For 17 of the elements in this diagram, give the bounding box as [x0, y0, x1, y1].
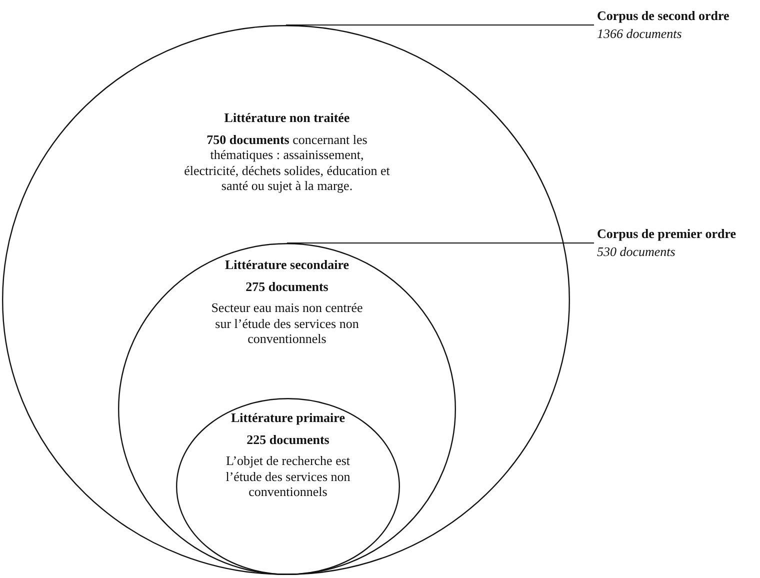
corpus-heading: Corpus de premier ordre — [597, 226, 736, 242]
circle-description: Secteur eau mais non centrée sur l’étude des services non conventionnels — [210, 300, 364, 347]
leader-line — [286, 24, 594, 26]
leader-line — [287, 242, 594, 244]
category-circle — [118, 243, 456, 575]
category-circle — [2, 25, 570, 575]
corpus-heading: Corpus de second ordre — [597, 8, 730, 24]
document-count: 275 documents — [244, 278, 330, 294]
circle-description: L’objet de recherche est l’étude des services non conventionnels — [224, 453, 352, 500]
category-circle — [176, 398, 400, 575]
document-count: 530 documents — [597, 244, 676, 260]
document-count: 225 documents — [246, 432, 330, 448]
circle-heading: Littérature secondaire — [224, 257, 350, 273]
document-count: 1366 documents — [597, 26, 682, 42]
circle-heading: Littérature primaire — [230, 410, 346, 426]
document-count: 750 documents concernant les thématiques : assainissement, électricité, déchets solides, éducation et santé ou sujet à la marge. — [183, 132, 391, 194]
circle-heading: Littérature non traitée — [223, 110, 351, 126]
